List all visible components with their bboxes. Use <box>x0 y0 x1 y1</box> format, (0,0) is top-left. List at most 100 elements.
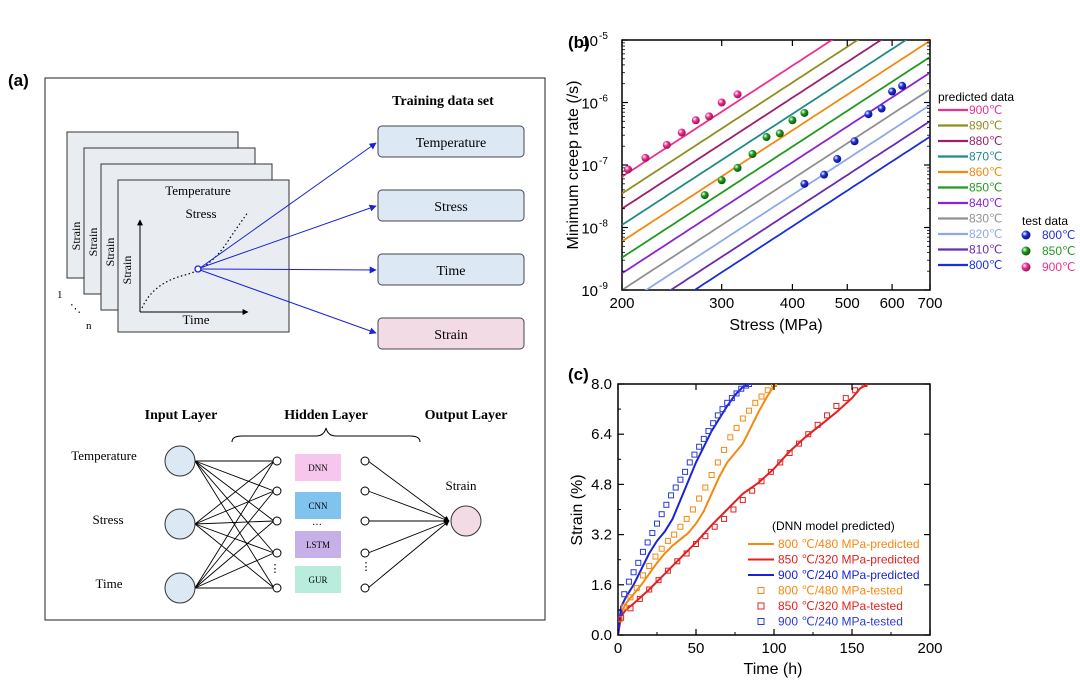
legend-marker-850 ℃/320 MPa-tested <box>757 602 765 610</box>
series-point-850 ℃/320 MPa-tested <box>833 402 840 409</box>
plot-c-ytick-label: 1.6 <box>591 577 612 594</box>
series-point-800 ℃/480 MPa-tested <box>671 531 678 538</box>
plot-c-xtick-label: 200 <box>917 640 942 657</box>
time-box <box>377 253 525 286</box>
network-edge <box>194 552 275 589</box>
legend-marker-900℃ <box>1021 262 1031 272</box>
network-edge <box>367 490 450 522</box>
training-data-title: Training data set <box>392 94 494 109</box>
series-line-900 ℃/240 MPa-predicted <box>618 384 750 635</box>
legend-label-890℃: 890℃ <box>969 119 1003 133</box>
series-point-900 ℃/240 MPa-tested <box>728 395 735 402</box>
legend-label-800 ℃/480 MPa-predicted: 800 ℃/480 MPa-predicted <box>778 537 920 551</box>
series-point-850 ℃/320 MPa-tested <box>702 533 709 540</box>
series-point-850 ℃/320 MPa-tested <box>627 605 634 612</box>
legend-label-840℃: 840℃ <box>969 196 1003 210</box>
hidden-node <box>272 486 282 496</box>
test-point-850℃ <box>733 163 742 172</box>
legend-marker-900 ℃/240 MPa-tested <box>757 618 765 625</box>
plot-b-xtick-label: 500 <box>835 295 860 312</box>
series-line-880℃ <box>622 40 883 210</box>
plot-b-ytick-label: 10 <box>581 96 598 113</box>
network-edge <box>194 490 275 589</box>
series-point-850 ℃/320 MPa-tested <box>655 577 662 584</box>
series-point-800 ℃/480 MPa-tested <box>677 523 684 530</box>
legend-label-850 ℃/320 MPa-tested: 850 ℃/320 MPa-tested <box>778 599 903 613</box>
hidden-layer-title: Hidden Layer <box>284 408 368 423</box>
test-point-850℃ <box>762 133 771 142</box>
series-point-900 ℃/240 MPa-tested <box>625 578 632 585</box>
series-point-800 ℃/480 MPa-tested <box>627 594 634 601</box>
neural-network-diagram: Input Layer Hidden Layer Output Layer Te… <box>71 408 507 604</box>
series-point-800 ℃/480 MPa-tested <box>733 424 740 431</box>
series-point-800 ℃/480 MPa-tested <box>621 603 628 610</box>
series-line-890℃ <box>622 40 860 195</box>
plot-b-ylabel: Minimum creep rate (/s) <box>565 81 582 250</box>
stress-box-label: Stress <box>434 200 467 215</box>
model-box-cnn <box>295 492 341 519</box>
series-line-810℃ <box>669 120 930 290</box>
legend-label-900℃: 900℃ <box>969 103 1003 117</box>
test-point-850℃ <box>748 149 757 158</box>
network-edge <box>194 490 275 525</box>
test-point-900℃ <box>691 116 700 125</box>
arrow-to-strain <box>199 269 377 335</box>
test-point-800℃ <box>800 179 809 188</box>
series-point-900 ℃/240 MPa-tested <box>691 451 698 458</box>
output-label-strain: Strain <box>445 478 477 493</box>
series-point-850 ℃/320 MPa-tested <box>739 497 746 504</box>
stress-box <box>377 189 525 222</box>
legend-label-900 ℃/240 MPa-predicted: 900 ℃/240 MPa-predicted <box>778 568 920 582</box>
series-point-900 ℃/240 MPa-tested <box>733 390 740 397</box>
feature-arrows <box>199 142 377 335</box>
plot-c-legend-title: (DNN model predicted) <box>772 519 895 533</box>
stack-index-dots: ⋱ <box>70 303 81 315</box>
series-point-800 ℃/480 MPa-tested <box>696 495 703 502</box>
series-point-900 ℃/240 MPa-tested <box>682 468 689 475</box>
legend-label-830℃: 830℃ <box>969 212 1003 226</box>
series-point-900 ℃/240 MPa-tested <box>672 484 679 491</box>
input-label-temperature: Temperature <box>71 448 137 463</box>
series-line-900℃ <box>622 40 834 178</box>
card-temperature-label: Temperature <box>165 183 231 198</box>
plot-b-xtick-label: 200 <box>609 295 634 312</box>
legend-label-820℃: 820℃ <box>969 227 1003 241</box>
legend-label-870℃: 870℃ <box>969 150 1003 164</box>
plot-c-ytick-label: 3.2 <box>591 527 612 544</box>
plot-b-ytick-exponent: -6 <box>599 94 608 105</box>
card-stress-label: Stress <box>185 206 216 221</box>
series-point-850 ℃/320 MPa-tested <box>664 567 671 574</box>
legend-test-label-900℃: 900℃ <box>1042 260 1076 274</box>
model-label-gur: GUR <box>308 575 327 585</box>
series-point-850 ℃/320 MPa-tested <box>852 387 859 394</box>
input-node-temperature <box>164 445 196 477</box>
test-point-800℃ <box>888 87 897 96</box>
card-2-strain-label: Strain <box>86 228 100 257</box>
network-edge <box>367 520 450 589</box>
series-point-800 ℃/480 MPa-tested <box>702 484 709 491</box>
test-point-900℃ <box>733 90 742 99</box>
test-point-800℃ <box>850 137 859 146</box>
series-point-850 ℃/320 MPa-tested <box>674 558 681 565</box>
plot-b-ytick-label: 10 <box>581 158 598 175</box>
series-point-900 ℃/240 MPa-tested <box>710 420 717 427</box>
input-label-time: Time <box>96 576 123 591</box>
hidden-layer-brace <box>231 427 421 443</box>
series-point-800 ℃/480 MPa-tested <box>714 459 721 466</box>
network-edge <box>367 520 450 554</box>
legend-label-850℃: 850℃ <box>969 181 1003 195</box>
series-point-800 ℃/480 MPa-tested <box>658 545 665 552</box>
model-label-lstm: LSTM <box>306 540 330 550</box>
hidden-right-ellipsis: ⋮ <box>361 561 372 573</box>
plot-c-legend: (DNN model predicted) 800 ℃/480 MPa-pred… <box>748 519 920 629</box>
plot-c-ylabel: Strain (%) <box>569 474 586 545</box>
test-point-850℃ <box>800 108 809 117</box>
test-point-900℃ <box>662 140 671 149</box>
plot-b-ytick-exponent: -5 <box>599 31 608 42</box>
series-point-800 ℃/480 MPa-tested <box>746 407 753 414</box>
series-point-850 ℃/320 MPa-tested <box>805 431 812 438</box>
test-point-800℃ <box>877 104 886 113</box>
plot-b-ytick-exponent: -8 <box>599 219 608 230</box>
